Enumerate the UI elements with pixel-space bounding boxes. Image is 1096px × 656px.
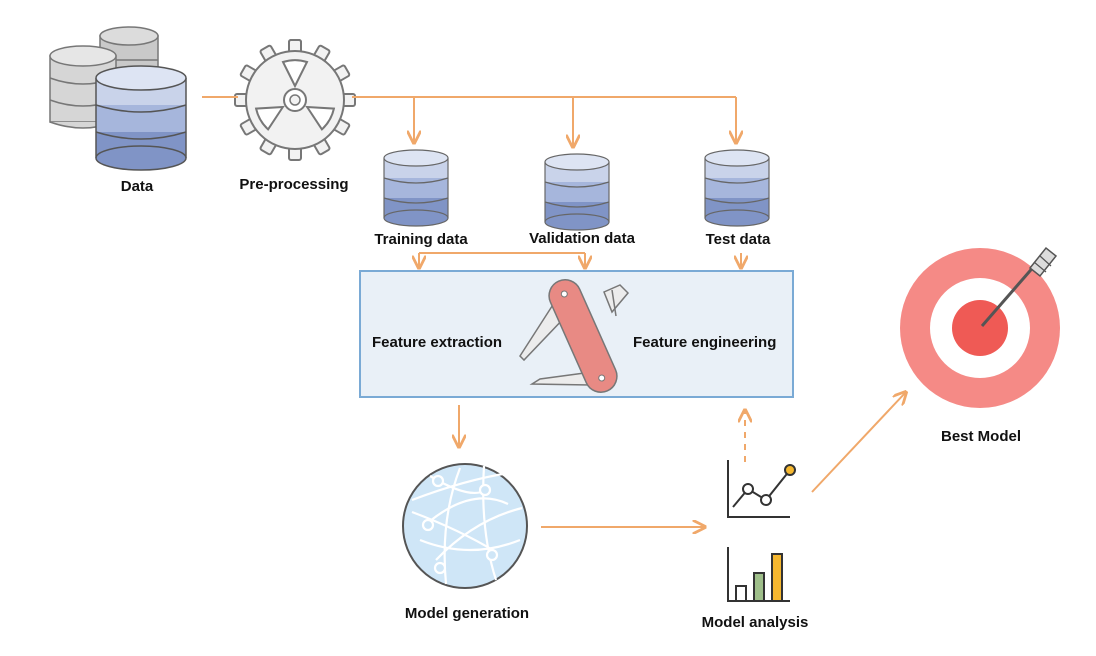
network-globe-icon [402,463,528,589]
model-generation-label: Model generation [404,605,530,622]
database-stack-icon [49,26,187,171]
test-data-label: Test data [705,231,771,248]
preprocessing-label: Pre-processing [239,176,349,193]
test-database-icon [704,149,770,227]
feature-engineering-label: Feature engineering [633,334,777,351]
best-model-label: Best Model [940,428,1022,445]
swiss-army-knife-icon [519,279,630,393]
bar-chart-icon [727,547,790,602]
target-dart-icon [900,246,1060,408]
feature-extraction-label: Feature extraction [372,334,503,351]
training-database-icon [383,149,449,227]
arrow-to-best-model [811,392,906,493]
data-label: Data [120,178,154,195]
line-chart-icon [727,460,796,518]
validation-data-label: Validation data [529,230,635,247]
panel-connectors [419,252,741,268]
top-connectors [202,96,736,147]
validation-database-icon [544,153,610,231]
model-analysis-label: Model analysis [701,614,809,631]
gear-icon [234,39,356,161]
training-data-label: Training data [374,231,468,248]
